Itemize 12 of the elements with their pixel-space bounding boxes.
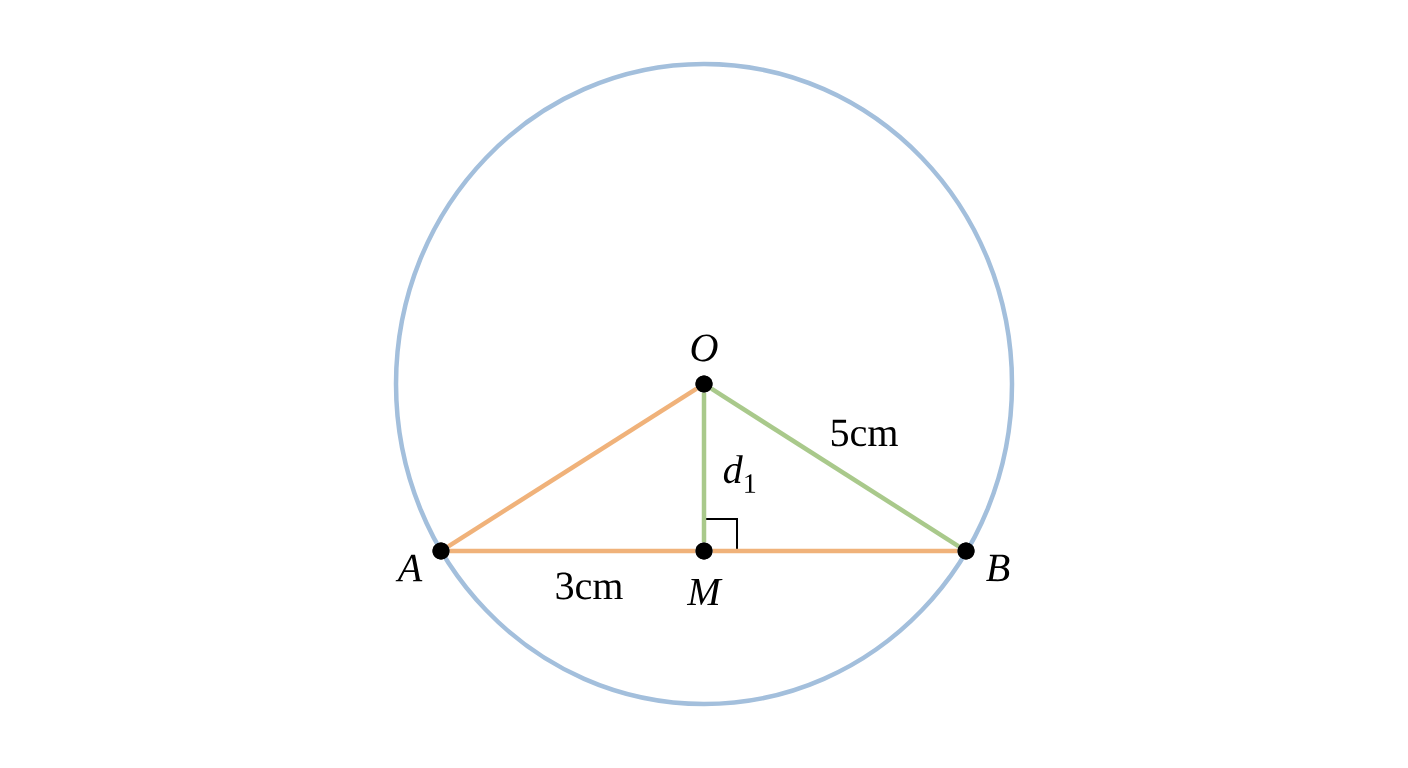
line-segment [449, 548, 696, 554]
node-label: A [395, 554, 423, 582]
node-label: M [686, 578, 723, 606]
line-segment [712, 548, 958, 554]
line-segment [447, 386, 698, 549]
length-label: d$_{1}$ [723, 455, 756, 493]
line-segment [701, 392, 707, 543]
length-label: 5cm [831, 419, 898, 447]
node-label: B [986, 554, 1010, 582]
line-segment [710, 386, 960, 549]
node-label: O [691, 334, 718, 362]
length-label: 3cm [556, 572, 623, 600]
